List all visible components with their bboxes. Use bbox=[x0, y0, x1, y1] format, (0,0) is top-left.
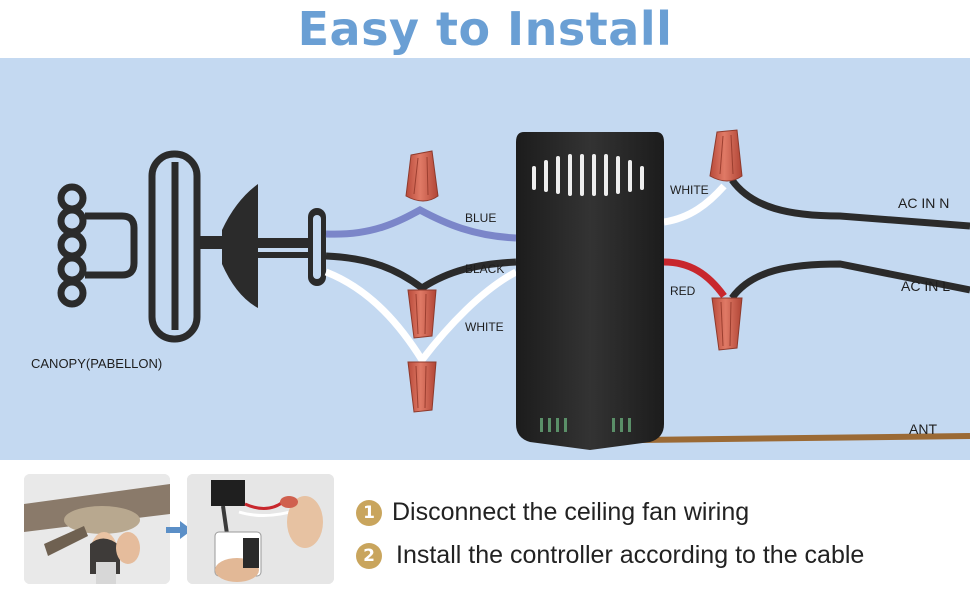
wire-nut-icon bbox=[405, 150, 439, 202]
ac-in-l-label: AC IN L bbox=[901, 278, 951, 294]
step-number-badge: 2 bbox=[356, 542, 382, 569]
blue-wire-label: BLUE bbox=[465, 211, 497, 225]
wiring-diagram-svg bbox=[57, 129, 970, 450]
red-wire-label: RED bbox=[670, 284, 696, 298]
antenna-label: ANT bbox=[909, 421, 937, 437]
wire-nut-icon bbox=[709, 129, 743, 182]
step-2: 2 Install the controller according to th… bbox=[356, 541, 864, 570]
ceiling-fan-canopy-icon bbox=[57, 150, 201, 343]
receiver-box-icon bbox=[516, 132, 664, 450]
step-text: Install the controller according to the … bbox=[396, 541, 865, 569]
blue-wire bbox=[325, 206, 517, 242]
photo-install-controller bbox=[187, 474, 334, 584]
step-1: 1 Disconnect the ceiling fan wiring bbox=[356, 498, 749, 527]
fan-mount-bracket bbox=[197, 184, 326, 308]
canopy-label: CANOPY(PABELLON) bbox=[31, 356, 163, 371]
black-wire-ac-l bbox=[729, 260, 970, 301]
wire-nut-icon bbox=[711, 297, 743, 351]
red-wire bbox=[663, 258, 727, 299]
photo-disconnect-fan bbox=[24, 474, 170, 584]
antenna-wire bbox=[639, 433, 970, 443]
white-wire-label-left: WHITE bbox=[465, 320, 504, 334]
white-wire-right bbox=[663, 183, 727, 226]
page-title: Easy to Install bbox=[297, 2, 673, 56]
wire-nut-icon bbox=[407, 289, 437, 339]
wiring-diagram: CANOPY(PABELLON) BLUE BLACK WHITE WHITE … bbox=[0, 58, 970, 460]
black-wire-label: BLACK bbox=[465, 262, 505, 276]
white-wire-label-right: WHITE bbox=[670, 183, 709, 197]
right-arrow-icon bbox=[166, 521, 192, 539]
black-wire-left bbox=[325, 252, 517, 293]
black-wire-ac-n bbox=[729, 177, 970, 230]
step-text: Disconnect the ceiling fan wiring bbox=[392, 498, 750, 526]
wire-nut-icon bbox=[407, 361, 437, 413]
ac-in-n-label: AC IN N bbox=[898, 195, 950, 211]
step-number-badge: 1 bbox=[356, 499, 382, 526]
white-wire-left bbox=[324, 268, 518, 367]
